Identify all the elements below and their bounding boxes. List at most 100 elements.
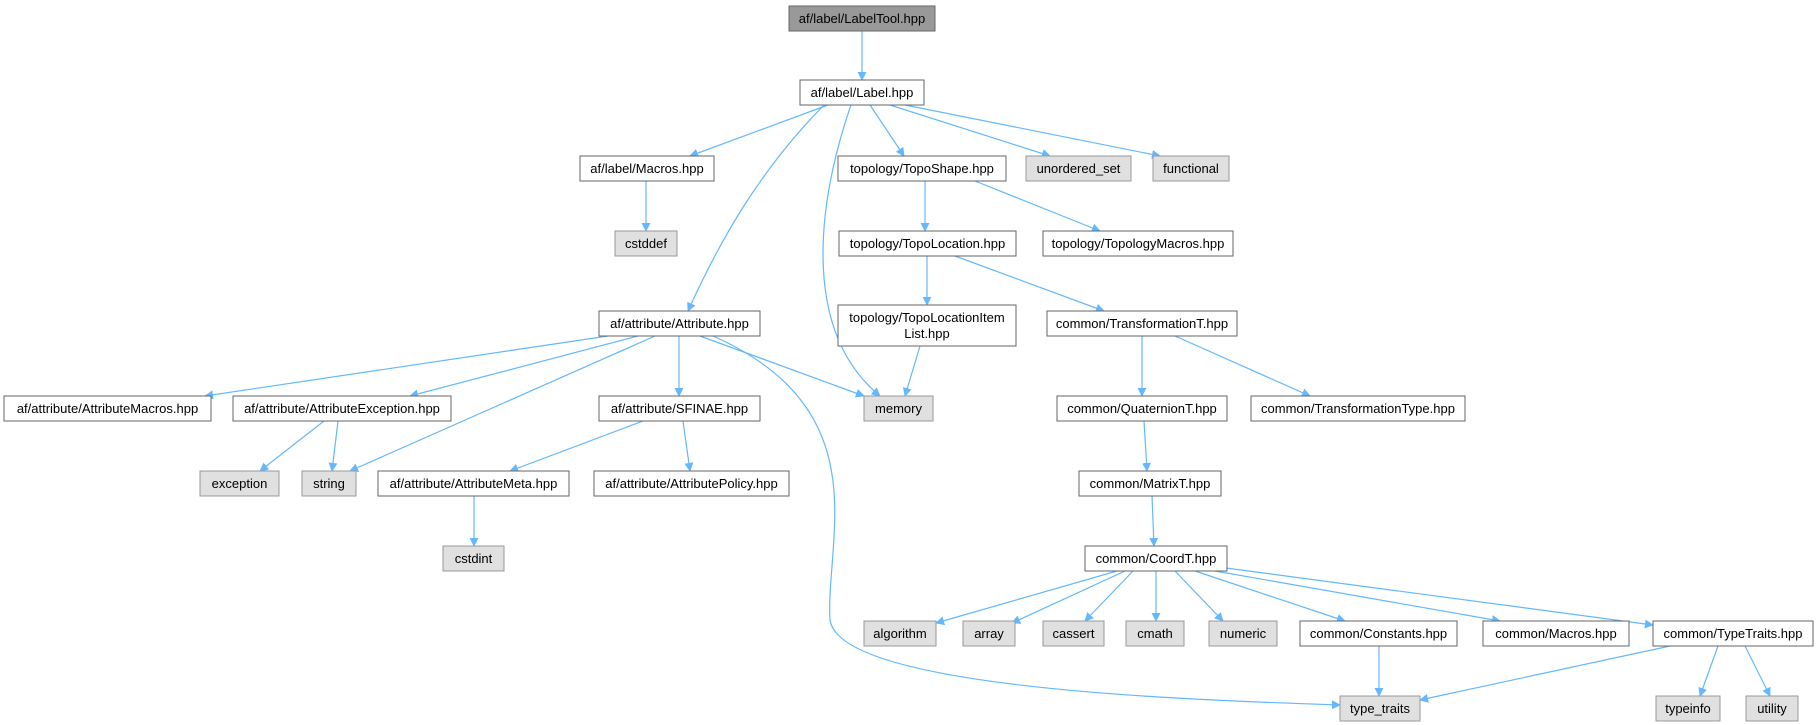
node-label-matrixT: common/MatrixT.hpp (1090, 476, 1211, 491)
node-label-type_traits: type_traits (1350, 701, 1410, 716)
edge-topolocationitemlist-to-memory (903, 345, 921, 397)
node-box-topolocationitemlist (837, 304, 1017, 347)
node-label-constants: common/Constants.hpp (1310, 626, 1447, 641)
node-label-cstdint: cstdint (455, 551, 493, 566)
edge-attribute-to-attributeexception (409, 335, 639, 399)
edge-coordT-to-cassert (1084, 570, 1134, 622)
edge-quaternionT-to-matrixT (1142, 420, 1152, 472)
node-matrixT[interactable]: common/MatrixT.hpp (1078, 470, 1222, 497)
edge-coordT-to-typetraits_common (1225, 567, 1654, 629)
edge-typetraits_common-to-typeinfo (1698, 645, 1719, 697)
node-box-coordT (1084, 545, 1228, 572)
node-coordT[interactable]: common/CoordT.hpp (1084, 545, 1228, 572)
node-box-matrixT (1078, 470, 1222, 497)
edge-coordT-to-numeric (1174, 570, 1224, 622)
node-cstdint[interactable]: cstdint (442, 545, 505, 572)
node-label[interactable]: af/label/Label.hpp (799, 79, 925, 106)
node-label-topolocationitemlist-line-1: topology/TopoLocationItem (849, 310, 1004, 325)
node-box-cstddef (614, 230, 678, 257)
edges-layer (204, 31, 1771, 710)
node-box-unordered_set (1025, 155, 1132, 182)
edge-label-to-attribute (687, 104, 825, 312)
edge-label-to-unordered_set (889, 104, 1051, 158)
node-attributepolicy[interactable]: af/attribute/AttributePolicy.hpp (593, 470, 790, 497)
node-macros_common[interactable]: common/Macros.hpp (1482, 620, 1630, 647)
node-algorithm[interactable]: algorithm (863, 620, 937, 647)
node-box-transformationT (1046, 310, 1238, 337)
edge-coordT-to-constants (1194, 570, 1346, 623)
node-label-macros_common: common/Macros.hpp (1495, 626, 1616, 641)
node-label-transformationT: common/TransformationT.hpp (1056, 316, 1228, 331)
node-label-string: string (313, 476, 345, 491)
node-box-exception (199, 470, 280, 497)
node-quaternionT[interactable]: common/QuaternionT.hpp (1056, 395, 1228, 422)
node-label-toposhape: topology/TopoShape.hpp (850, 161, 994, 176)
node-box-labeltool (788, 5, 936, 32)
node-box-string (301, 470, 357, 497)
node-box-type_traits (1339, 695, 1421, 722)
node-transformationtype[interactable]: common/TransformationType.hpp (1250, 395, 1466, 422)
edge-attribute-to-attributemacros (204, 335, 609, 400)
node-label-array: array (974, 626, 1004, 641)
node-attributemacros[interactable]: af/attribute/AttributeMacros.hpp (3, 395, 212, 422)
node-attributeexception[interactable]: af/attribute/AttributeException.hpp (232, 395, 452, 422)
node-label-attributeexception: af/attribute/AttributeException.hpp (244, 401, 440, 416)
node-macros_label[interactable]: af/label/Macros.hpp (579, 155, 715, 182)
node-box-cmath (1125, 620, 1185, 647)
node-cassert[interactable]: cassert (1042, 620, 1105, 647)
edge-coordT-to-algorithm (935, 570, 1118, 626)
node-label-numeric: numeric (1220, 626, 1267, 641)
node-attributemeta[interactable]: af/attribute/AttributeMeta.hpp (377, 470, 570, 497)
node-topologymacros[interactable]: topology/TopologyMacros.hpp (1042, 230, 1234, 257)
node-functional[interactable]: functional (1152, 155, 1230, 182)
node-label-labeltool: af/label/LabelTool.hpp (799, 11, 926, 26)
node-label-memory: memory (875, 401, 922, 416)
node-box-attributemeta (377, 470, 570, 497)
edge-attribute-to-string (349, 335, 656, 472)
node-box-transformationtype (1250, 395, 1466, 422)
edge-sfinae-to-attributemeta (509, 420, 644, 473)
edge-matrixT-to-coordT (1149, 495, 1159, 547)
node-box-macros_common (1482, 620, 1630, 647)
node-exception[interactable]: exception (199, 470, 280, 497)
node-attribute[interactable]: af/attribute/Attribute.hpp (598, 310, 761, 337)
node-typeinfo[interactable]: typeinfo (1655, 695, 1721, 722)
node-utility[interactable]: utility (1745, 695, 1799, 722)
node-array[interactable]: array (962, 620, 1016, 647)
node-sfinae[interactable]: af/attribute/SFINAE.hpp (598, 395, 761, 422)
edge-toposhape-to-topologymacros (974, 180, 1101, 233)
edge-coordT-to-macros_common (1214, 570, 1501, 625)
node-box-quaternionT (1056, 395, 1228, 422)
node-label-coordT: common/CoordT.hpp (1096, 551, 1217, 566)
node-box-attributemacros (3, 395, 212, 422)
node-box-cstdint (442, 545, 505, 572)
node-box-toposhape (837, 155, 1007, 182)
node-box-utility (1745, 695, 1799, 722)
node-cstddef[interactable]: cstddef (614, 230, 678, 257)
node-label-macros_label: af/label/Macros.hpp (590, 161, 703, 176)
edge-attributeexception-to-exception (259, 420, 325, 472)
node-toposhape[interactable]: topology/TopoShape.hpp (837, 155, 1007, 182)
node-string[interactable]: string (301, 470, 357, 497)
node-label-typetraits_common: common/TypeTraits.hpp (1664, 626, 1803, 641)
node-box-algorithm (863, 620, 937, 647)
node-typetraits_common[interactable]: common/TypeTraits.hpp (1652, 620, 1814, 647)
node-box-typeinfo (1655, 695, 1721, 722)
node-constants[interactable]: common/Constants.hpp (1299, 620, 1458, 647)
edge-typetraits_common-to-type_traits (1419, 645, 1671, 703)
node-transformationT[interactable]: common/TransformationT.hpp (1046, 310, 1238, 337)
node-numeric[interactable]: numeric (1208, 620, 1278, 647)
node-cmath[interactable]: cmath (1125, 620, 1185, 647)
node-label-sfinae: af/attribute/SFINAE.hpp (611, 401, 748, 416)
node-labeltool[interactable]: af/label/LabelTool.hpp (788, 5, 936, 32)
node-topolocation[interactable]: topology/TopoLocation.hpp (838, 230, 1017, 257)
node-type_traits[interactable]: type_traits (1339, 695, 1421, 722)
node-unordered_set[interactable]: unordered_set (1025, 155, 1132, 182)
edge-topolocation-to-transformationT (954, 255, 1105, 313)
edge-label-to-memory (822, 104, 881, 397)
node-box-typetraits_common (1652, 620, 1814, 647)
node-memory[interactable]: memory (863, 395, 934, 422)
